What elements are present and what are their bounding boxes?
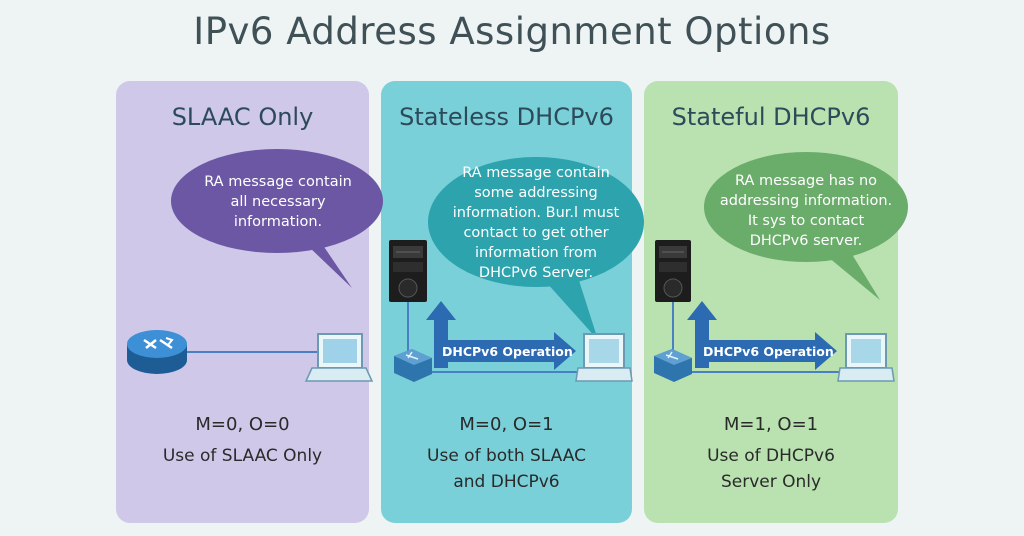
- dhcpv6-operation-arrow: [436, 332, 576, 370]
- panel-heading: Stateful DHCPv6: [671, 103, 871, 131]
- router-icon: [127, 330, 187, 374]
- speech-bubble-stateful: [704, 152, 908, 300]
- mode-description: Use of SLAAC Only: [162, 446, 323, 466]
- mode-flags: M=0, O=1: [459, 414, 554, 435]
- mode-description: Use of both SLAAC and DHCPv6: [427, 446, 586, 492]
- speech-bubble-stateless: [428, 157, 644, 340]
- dhcpv6-operation-arrow: [697, 332, 837, 370]
- laptop-icon: [575, 333, 633, 382]
- page-title: IPv6 Address Assignment Options: [193, 10, 831, 53]
- panel-heading: SLAAC Only: [171, 103, 314, 131]
- dhcpv6-operation-label: DHCPv6 Operation: [442, 344, 573, 359]
- mode-flags: M=1, O=1: [723, 414, 819, 435]
- server-icon: [389, 240, 427, 302]
- bubble-text-stateless: RA message contain some addressing infor…: [452, 165, 620, 281]
- bubble-text-stateful: RA message has no addressing information…: [719, 173, 893, 249]
- mode-description: Use of DHCPv6 Server Only: [707, 446, 835, 492]
- laptop-icon: [837, 333, 895, 382]
- panel-heading: Stateless DHCPv6: [399, 103, 614, 131]
- laptop-icon: [304, 333, 374, 382]
- server-icon: [655, 240, 691, 302]
- bubble-text-slaac: RA message contain all necessary informa…: [204, 174, 352, 230]
- speech-bubble-slaac: [171, 149, 383, 288]
- switch-icon: [394, 349, 432, 382]
- mode-flags: M=0, O=0: [195, 414, 290, 435]
- dhcpv6-operation-label: DHCPv6 Operation: [703, 344, 834, 359]
- switch-icon: [654, 349, 692, 382]
